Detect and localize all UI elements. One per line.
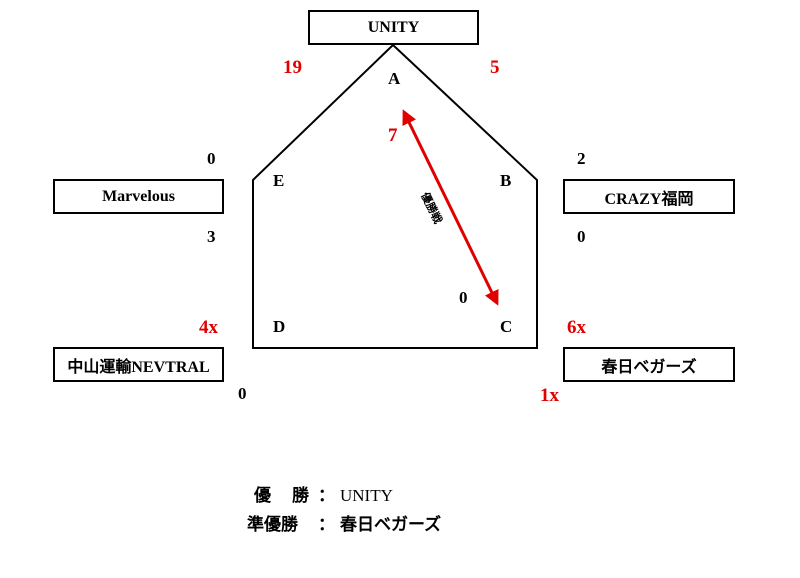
score-e-bottom: 3 [207,227,216,246]
score-c-top: 6x [567,317,586,338]
team-name: UNITY [367,18,420,36]
score-top-left: 19 [283,57,302,78]
score-b-bottom: 0 [577,227,586,246]
node-b-label: B [500,171,512,190]
runner-up-name: 春日ベガーズ [340,515,442,534]
winner-name: UNITY [340,486,393,505]
team-box-left-lower: 中山運輸NEVTRAL [53,347,224,382]
runner-up-label: 準優勝 [247,515,298,534]
score-d-top: 4x [199,317,218,338]
team-name: CRAZY福岡 [604,190,694,208]
node-d-label: D [273,317,286,336]
team-box-top: UNITY [308,10,479,45]
score-final-a: 7 [388,125,398,146]
score-top-right: 5 [490,57,500,78]
team-name: 春日ベガーズ [601,358,697,376]
runner-up-separator: ： [318,515,335,534]
winner-label: 優 勝 [254,486,311,505]
node-e-label: E [273,171,285,190]
node-c-label: C [500,317,513,336]
score-d-bottom: 0 [238,384,247,403]
score-e-top: 0 [207,149,216,168]
score-final-c: 0 [459,288,468,307]
score-c-bottom: 1x [540,385,559,406]
score-b-top: 2 [577,149,586,168]
final-match-arrow [402,109,499,306]
team-box-left-upper: Marvelous [53,179,224,214]
node-a-label: A [388,69,401,88]
team-box-right-upper: CRAZY福岡 [563,179,735,214]
bracket-pentagon [252,43,538,349]
team-box-right-lower: 春日ベガーズ [563,347,735,382]
winner-separator: ： [318,486,335,505]
team-name: Marvelous [102,187,175,205]
team-name: 中山運輸NEVTRAL [67,358,210,376]
